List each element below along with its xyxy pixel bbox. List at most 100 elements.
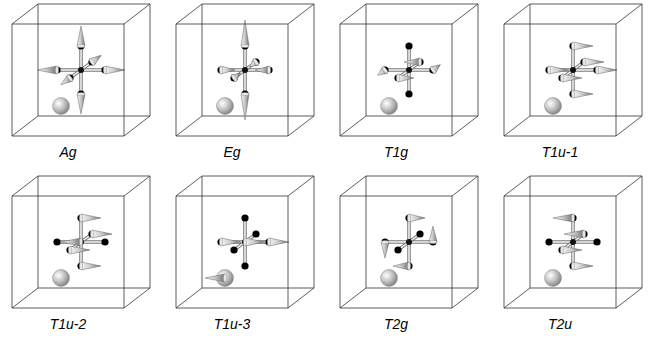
cube-edge	[452, 288, 478, 308]
cube-back-face	[202, 4, 314, 116]
displacement-cone	[553, 214, 573, 222]
cube-back-face	[38, 176, 150, 288]
cube-edge	[176, 116, 202, 136]
ligand-atom	[230, 246, 237, 253]
mode-label: T1u-3	[214, 316, 251, 332]
cation-sphere	[53, 270, 70, 287]
cube-back-face	[366, 4, 478, 116]
mode-label: Eg	[223, 144, 240, 160]
cone-base	[68, 246, 71, 254]
cone-base	[77, 92, 85, 95]
central-atom	[78, 67, 84, 73]
ligand-atom	[53, 238, 60, 245]
cone-base	[429, 66, 436, 74]
cube-back-face	[38, 4, 150, 116]
cube-edge	[124, 4, 150, 24]
cube-edge	[504, 116, 530, 136]
cube-back-face	[530, 4, 642, 116]
displacement-cone	[549, 66, 569, 74]
cube-front-face	[340, 24, 452, 136]
cube-panel	[176, 176, 314, 308]
displacement-cone	[404, 58, 420, 66]
displacement-cone	[562, 246, 582, 254]
cube-edge	[616, 116, 642, 136]
cube-panel	[340, 176, 478, 308]
cone-base	[230, 74, 237, 82]
ligand-atom	[394, 246, 401, 253]
cone-base	[219, 238, 222, 246]
displacement-cone	[81, 214, 101, 222]
cone-base	[396, 74, 399, 82]
displacement-cone	[105, 66, 125, 74]
cone-base	[243, 238, 246, 246]
cube-panel	[176, 4, 314, 136]
cone-base	[418, 58, 421, 66]
ligand-atom	[252, 230, 259, 237]
cube-back-face	[202, 176, 314, 288]
cube-edge	[12, 116, 38, 136]
cube-edge	[616, 288, 642, 308]
cube-edge	[452, 116, 478, 136]
displacement-cone	[381, 242, 389, 258]
ligand-atom	[593, 238, 600, 245]
cone-base	[66, 74, 73, 82]
mode-label: T2g	[384, 316, 408, 332]
displacement-cone	[269, 238, 289, 246]
displacement-cone	[562, 74, 582, 82]
cone-base	[595, 66, 598, 74]
cube-edge	[176, 4, 202, 24]
displacement-cone	[92, 230, 112, 238]
central-atom	[570, 239, 576, 245]
cation-sphere	[217, 98, 234, 115]
ligand-atom	[101, 238, 108, 245]
cube-edge	[340, 116, 366, 136]
cone-base	[267, 238, 270, 246]
cube-edge	[124, 176, 150, 196]
cone-base	[407, 262, 410, 270]
cube-edge	[288, 288, 314, 308]
mode-label: T1u-1	[542, 144, 579, 160]
cone-base	[571, 262, 574, 270]
displacement-cone	[398, 74, 414, 82]
cube-edge	[504, 4, 530, 24]
bond-core	[409, 69, 433, 71]
displacement-cone	[77, 94, 85, 114]
central-atom	[406, 67, 412, 73]
displacement-cone	[255, 66, 269, 74]
displacement-cone	[429, 226, 437, 242]
cone-base	[582, 230, 585, 238]
cube-panel	[504, 4, 642, 136]
central-atom	[570, 67, 576, 73]
cone-base	[582, 58, 585, 66]
ligand-atom	[405, 90, 412, 97]
cube-panel	[340, 4, 478, 136]
cube-panel	[504, 176, 642, 308]
displacement-cone	[573, 42, 593, 50]
cube-edge	[288, 116, 314, 136]
cone-base	[381, 240, 389, 243]
cube-edge	[452, 176, 478, 196]
cube-edge	[340, 176, 366, 196]
cation-sphere	[381, 270, 398, 287]
ligand-atom	[241, 214, 248, 221]
cube-panel	[12, 4, 150, 136]
cone-base	[381, 66, 388, 74]
displacement-cone	[393, 262, 409, 270]
cube-edge	[616, 176, 642, 196]
cone-base	[571, 90, 574, 98]
displacement-cone	[409, 214, 425, 222]
cube-edge	[288, 4, 314, 24]
ligand-atom	[545, 238, 552, 245]
cube-edge	[340, 4, 366, 24]
displacement-cone	[221, 238, 241, 246]
displacement-cone	[245, 238, 265, 246]
mode-label: Ag	[59, 144, 76, 160]
displacement-cone	[61, 238, 81, 246]
cube-edge	[124, 116, 150, 136]
cone-base	[407, 214, 410, 222]
cube-panel	[12, 176, 150, 308]
cation-sphere	[545, 270, 562, 287]
cube-edge	[340, 288, 366, 308]
central-atom	[242, 67, 248, 73]
